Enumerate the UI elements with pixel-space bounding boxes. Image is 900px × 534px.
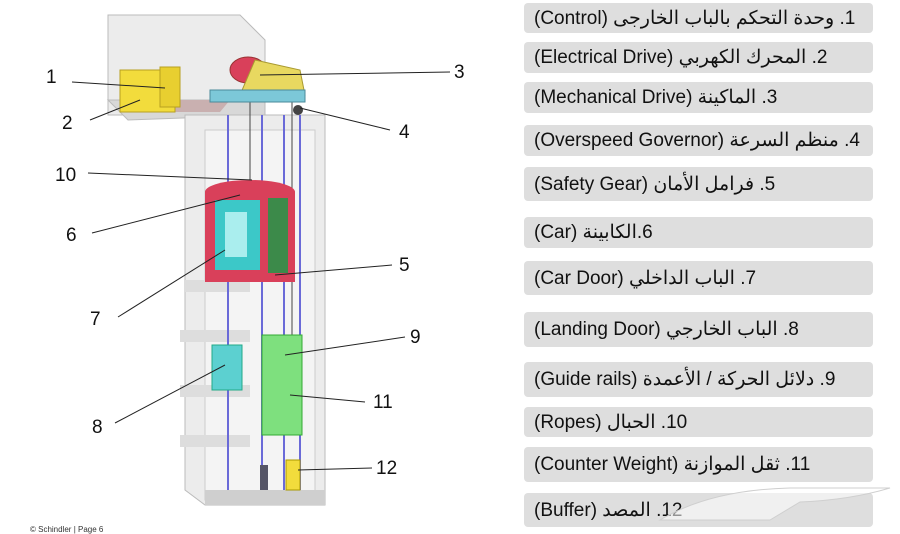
legend-item-guide-rails: 9. دلائل الحركة / الأعمدة (Guide rails) <box>524 362 873 397</box>
buffer <box>285 459 301 491</box>
callout-2: 2 <box>62 113 73 134</box>
callout-4: 4 <box>399 122 410 143</box>
overspeed-governor <box>293 105 303 115</box>
legend-text: 5. فرامل الأمان (Safety Gear) <box>534 173 776 195</box>
legend-text: 9. دلائل الحركة / الأعمدة (Guide rails) <box>534 369 836 390</box>
callout-8: 8 <box>92 417 103 438</box>
callout-7: 7 <box>90 309 101 330</box>
callout-1: 1 <box>46 67 57 88</box>
callout-6: 6 <box>66 225 77 246</box>
legend-item-counter-weight: 11. ثقل الموازنة (Counter Weight) <box>524 447 873 482</box>
legend-text: 11. ثقل الموازنة (Counter Weight) <box>534 454 811 475</box>
legend-item-control: 1. وحدة التحكم بالباب الخارجى (Control) <box>524 3 873 33</box>
legend-item-safety-gear: 5. فرامل الأمان (Safety Gear) <box>524 167 873 201</box>
legend-text: 2. المحرك الكهربي (Electrical Drive) <box>534 47 828 68</box>
callout-12: 12 <box>376 458 398 479</box>
legend-item-ropes: 10. الحبال (Ropes) <box>524 407 873 437</box>
watermark-logo <box>658 487 891 521</box>
callout-10: 10 <box>55 165 77 186</box>
elevator-diagram <box>71 14 451 506</box>
counter-weight <box>261 334 303 436</box>
callout-11: 11 <box>373 392 393 413</box>
legend-text: 12. المصد (Buffer) <box>534 499 683 521</box>
legend-text: 7. الباب الداخلي (Car Door) <box>534 267 757 289</box>
footer-text: © Schindler | Page 6 <box>30 525 104 534</box>
landing-door <box>211 344 243 391</box>
legend-item-car: 6.الكابينة (Car) <box>524 217 873 248</box>
shaft <box>180 114 326 506</box>
callout-3: 3 <box>454 62 465 83</box>
legend-text: 10. الحبال (Ropes) <box>534 411 688 433</box>
legend-item-electrical-drive: 2. المحرك الكهربي (Electrical Drive) <box>524 42 873 73</box>
legend-item-mechanical-drive: 3. الماكينة (Mechanical Drive) <box>524 82 873 113</box>
legend-text: 8. الباب الخارجي (Landing Door) <box>534 319 799 340</box>
legend-item-landing-door: 8. الباب الخارجي (Landing Door) <box>524 312 873 347</box>
legend-text: 6.الكابينة (Car) <box>534 222 653 243</box>
callout-5: 5 <box>399 255 410 276</box>
car <box>205 180 295 282</box>
legend-text: 1. وحدة التحكم بالباب الخارجى (Control) <box>534 7 856 29</box>
legend-text: 4. منظم السرعة (Overspeed Governor) <box>534 130 860 151</box>
legend-item-car-door: 7. الباب الداخلي (Car Door) <box>524 261 873 295</box>
legend-text: 3. الماكينة (Mechanical Drive) <box>534 87 778 108</box>
legend-item-overspeed-governor: 4. منظم السرعة (Overspeed Governor) <box>524 125 873 156</box>
leader-lines <box>71 71 451 471</box>
callout-9: 9 <box>410 327 421 348</box>
